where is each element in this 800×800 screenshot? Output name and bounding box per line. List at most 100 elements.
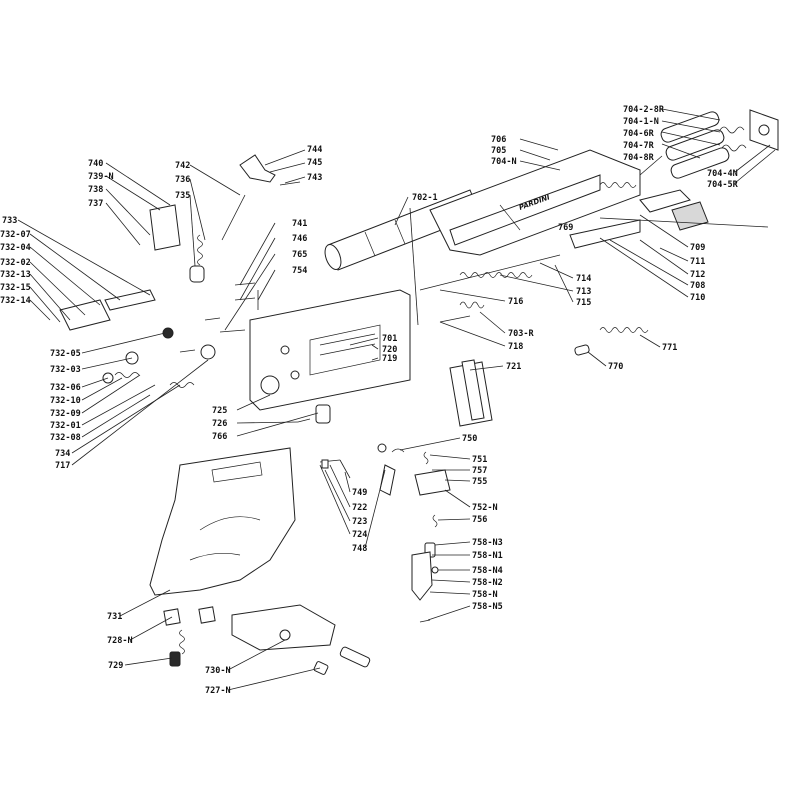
label-732-01: 732-01: [50, 421, 81, 431]
part-labels: 704-2-8R 704-1-N 704-6R 704-7R 704-8R 70…: [0, 105, 739, 696]
label-758-N3: 758-N3: [472, 538, 503, 548]
label-744: 744: [307, 145, 322, 155]
label-703-R: 703-R: [508, 329, 534, 339]
label-704-6R: 704-6R: [623, 129, 655, 139]
recoil-assembly: [599, 109, 779, 188]
label-757: 757: [472, 466, 487, 476]
label-710: 710: [690, 293, 705, 303]
label-733: 733: [2, 216, 17, 226]
label-708: 708: [690, 281, 705, 291]
label-732-07: 732-07: [0, 230, 31, 240]
grip-part: [149, 447, 296, 667]
label-709: 709: [690, 243, 705, 253]
hand-rest-part: [231, 604, 371, 675]
label-714: 714: [576, 274, 591, 284]
label-755: 755: [472, 477, 487, 487]
label-732-02: 732-02: [0, 258, 31, 268]
label-704-5R: 704-5R: [707, 180, 739, 190]
label-743: 743: [307, 173, 322, 183]
label-734: 734: [55, 449, 70, 459]
label-730-N: 730-N: [205, 666, 231, 676]
label-735: 735: [175, 191, 190, 201]
label-704-1-N: 704-1-N: [623, 117, 659, 127]
label-728-N: 728-N: [107, 636, 133, 646]
label-737: 737: [88, 199, 103, 209]
label-749: 749: [352, 488, 367, 498]
label-725: 725: [212, 406, 227, 416]
pins: [179, 282, 259, 353]
label-727-N: 727-N: [205, 686, 231, 696]
label-748: 748: [352, 544, 367, 554]
magazine-part: [449, 359, 493, 427]
label-713: 713: [576, 287, 591, 297]
label-732-10: 732-10: [50, 396, 81, 406]
label-750: 750: [462, 434, 477, 444]
slide-part: PARDINI: [429, 149, 641, 256]
label-739-N: 739-N: [88, 172, 114, 182]
label-752-N: 752-N: [472, 503, 498, 513]
label-758-N: 758-N: [472, 590, 498, 600]
label-731: 731: [107, 612, 122, 622]
left-components: [59, 194, 246, 388]
label-723: 723: [352, 517, 367, 527]
label-741: 741: [292, 219, 307, 229]
label-732-09: 732-09: [50, 409, 81, 419]
label-712: 712: [690, 270, 705, 280]
label-704-8R: 704-8R: [623, 153, 655, 163]
label-769: 769: [558, 223, 573, 233]
label-704-4N: 704-4N: [707, 169, 738, 179]
label-701: 701: [382, 334, 397, 344]
label-705: 705: [491, 146, 506, 156]
label-719: 719: [382, 354, 397, 364]
parts-drawing: PARDINI: [59, 109, 779, 675]
label-732-13: 732-13: [0, 270, 31, 280]
guide-rod: [419, 254, 649, 356]
label-726: 726: [212, 419, 227, 429]
label-758-N4: 758-N4: [472, 566, 503, 576]
label-751: 751: [472, 455, 487, 465]
label-742: 742: [175, 161, 190, 171]
label-758-N2: 758-N2: [472, 578, 503, 588]
label-721: 721: [506, 362, 521, 372]
label-756: 756: [472, 515, 487, 525]
label-717: 717: [55, 461, 70, 471]
label-732-03: 732-03: [50, 365, 81, 375]
label-732-06: 732-06: [50, 383, 81, 393]
leader-lines: [17, 108, 776, 691]
label-716: 716: [508, 297, 523, 307]
label-724: 724: [352, 530, 367, 540]
label-732-14: 732-14: [0, 296, 31, 306]
label-745: 745: [307, 158, 322, 168]
hammer-part: [239, 154, 301, 186]
label-715: 715: [576, 298, 591, 308]
label-746: 746: [292, 234, 307, 244]
label-704-7R: 704-7R: [623, 141, 655, 151]
label-711: 711: [690, 257, 705, 267]
label-732-04: 732-04: [0, 243, 31, 253]
label-738: 738: [88, 185, 103, 195]
label-765: 765: [292, 250, 307, 260]
label-736: 736: [175, 175, 190, 185]
label-702-1: 702-1: [412, 193, 438, 203]
label-704-2-8R: 704-2-8R: [623, 105, 665, 115]
label-704-N: 704-N: [491, 157, 517, 167]
label-732-15: 732-15: [0, 283, 31, 293]
label-758-N1: 758-N1: [472, 551, 503, 561]
label-771: 771: [662, 343, 677, 353]
label-729: 729: [108, 661, 123, 671]
label-720: 720: [382, 345, 397, 355]
label-766: 766: [212, 432, 227, 442]
label-706: 706: [491, 135, 506, 145]
trigger-group: [297, 404, 451, 623]
label-732-05: 732-05: [50, 349, 81, 359]
label-754: 754: [292, 266, 307, 276]
frame-part: [249, 289, 411, 411]
label-718: 718: [508, 342, 523, 352]
label-770: 770: [608, 362, 623, 372]
label-732-08: 732-08: [50, 433, 81, 443]
label-740: 740: [88, 159, 103, 169]
label-722: 722: [352, 503, 367, 513]
label-758-N5: 758-N5: [472, 602, 503, 612]
